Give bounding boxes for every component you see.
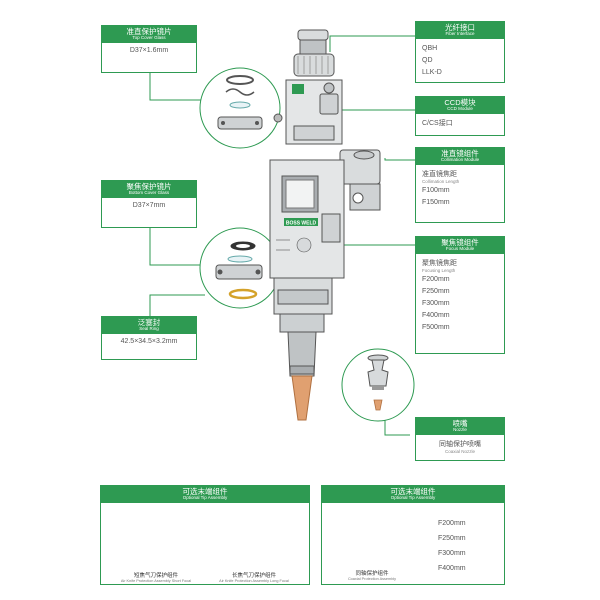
fiber-interface-list: QBH QD LLK-D <box>416 39 504 83</box>
nozzle-title: 喷嘴 <box>452 419 468 428</box>
focus-item: F300mm <box>422 299 450 307</box>
seal-ring-title: 泛塞封 <box>137 318 161 327</box>
seal-ring-spec: 42.5×34.5×3.2mm <box>120 337 178 345</box>
optional-tip-title-1: 可选末端组件 <box>182 487 228 496</box>
collimation-box: 准直镜组件 Collimation Module 准直镜焦距 Collimati… <box>415 147 505 223</box>
laser-head: BOSS WELD <box>269 29 381 421</box>
bottom-cover-glass-title: 聚焦保护镜片 <box>126 182 172 191</box>
optional-tip-focal-item: F200mm <box>438 520 466 527</box>
focus-title: 聚焦镜组件 <box>441 238 479 247</box>
collimation-list: 准直镜焦距 Collimation Length F100mm F150mm <box>416 165 504 213</box>
ccd-module-list: C/CS接口 <box>416 114 504 134</box>
optional-tip-box-2: 可选末端组件 Optional Tip Assembly <box>321 485 505 585</box>
ccd-module-box: CCD模块 CCD Module C/CS接口 <box>415 96 505 136</box>
coaxial-nozzle-sublabel: Coaxial Nozzle <box>444 448 475 454</box>
collimation-header: 准直镜组件 Collimation Module <box>416 148 504 165</box>
top-cover-glass-subtitle: Top Cover Glass <box>132 34 166 40</box>
optional-tip-focal-list: F200mm F250mm F300mm F400mm <box>438 516 498 576</box>
nozzle-header: 喷嘴 Nozzle <box>416 418 504 435</box>
coaxial-nozzle-label: 同轴保护喷嘴 <box>439 440 481 448</box>
short-focal-caption: 短焦气刀保护组件 Air Knife Protection Assembly S… <box>110 571 202 583</box>
collimation-item: F150mm <box>422 198 450 206</box>
fiber-interface-item: LLK-D <box>422 68 442 76</box>
top-cover-glass-box: 准直保护镜片 Top Cover Glass D37×1.6mm <box>101 25 197 73</box>
optional-tip-title-2: 可选末端组件 <box>390 487 436 496</box>
seal-ring-subtitle: Seal Ring <box>139 325 159 331</box>
long-focal-subtitle: Air Knife Protection Assembly Long Focal <box>219 579 289 583</box>
focus-list: 聚焦镜焦距 Focusing Length F200mm F250mm F300… <box>416 254 504 338</box>
optional-tip-subtitle-2: Optional Tip Assembly <box>390 494 436 500</box>
ccd-module-item: C/CS接口 <box>422 119 453 127</box>
focus-subtitle: Focus Module <box>445 245 475 251</box>
optional-tip-box-1: 可选末端组件 Optional Tip Assembly <box>100 485 310 585</box>
coaxial-protection-caption: 同轴保护组件 Coaxial Protection Assembly <box>330 569 414 581</box>
seal-ring-header: 泛塞封 Seal Ring <box>102 317 196 334</box>
optional-tip-focal-item: F300mm <box>438 550 466 557</box>
bottom-cover-glass-spec: D37×7mm <box>132 201 166 209</box>
collimation-length-sublabel: Collimation Length <box>422 178 460 184</box>
focus-item: F500mm <box>422 323 450 331</box>
fiber-interface-title: 光纤接口 <box>445 23 475 32</box>
fiber-interface-item: QBH <box>422 44 438 52</box>
fiber-interface-box: 光纤接口 Fiber Interface QBH QD LLK-D <box>415 21 505 83</box>
zoom-circle-top <box>199 67 281 149</box>
focus-header: 聚焦镜组件 Focus Module <box>416 237 504 254</box>
optional-tip-focal-item: F400mm <box>438 565 466 572</box>
bottom-cover-glass-subtitle: Bottom Cover Glass <box>128 189 170 195</box>
coaxial-protection-subtitle: Coaxial Protection Assembly <box>347 577 397 581</box>
short-focal-subtitle: Air Knife Protection Assembly Short Foca… <box>120 579 192 583</box>
focus-item: F250mm <box>422 287 450 295</box>
collimation-subtitle: Collimation Module <box>440 156 480 162</box>
collimation-item: F100mm <box>422 186 450 194</box>
short-focal-title: 短焦气刀保护组件 <box>133 573 178 579</box>
seal-ring-box: 泛塞封 Seal Ring 42.5×34.5×3.2mm <box>101 316 197 360</box>
top-cover-glass-title: 准直保护镜片 <box>126 27 172 36</box>
nozzle-subtitle: Nozzle <box>453 426 467 432</box>
bottom-cover-glass-box: 聚焦保护镜片 Bottom Cover Glass D37×7mm <box>101 180 197 228</box>
long-focal-title: 长焦气刀保护组件 <box>231 573 276 579</box>
fiber-interface-header: 光纤接口 Fiber Interface <box>416 22 504 39</box>
coaxial-protection-title: 同轴保护组件 <box>355 571 389 577</box>
optional-tip-focal-item: F250mm <box>438 535 466 542</box>
collimation-title: 准直镜组件 <box>441 149 479 158</box>
focusing-length-label: 聚焦镜焦距 <box>422 259 457 267</box>
optional-tip-header-2: 可选末端组件 Optional Tip Assembly <box>322 486 504 503</box>
focus-box: 聚焦镜组件 Focus Module 聚焦镜焦距 Focusing Length… <box>415 236 505 354</box>
head-badge: BOSS WELD <box>286 221 317 227</box>
ccd-module-header: CCD模块 CCD Module <box>416 97 504 114</box>
focusing-length-sublabel: Focusing Length <box>422 267 456 273</box>
ccd-module-subtitle: CCD Module <box>447 105 473 111</box>
fiber-interface-subtitle: Fiber Interface <box>445 30 475 36</box>
nozzle-body: 同轴保护喷嘴 Coaxial Nozzle <box>416 435 504 459</box>
zoom-circle-nozzle <box>341 348 415 422</box>
optional-tip-subtitle-1: Optional Tip Assembly <box>182 494 228 500</box>
bottom-cover-glass-header: 聚焦保护镜片 Bottom Cover Glass <box>102 181 196 198</box>
ccd-module-title: CCD模块 <box>444 98 476 107</box>
optional-tip-header-1: 可选末端组件 Optional Tip Assembly <box>101 486 309 503</box>
long-focal-caption: 长焦气刀保护组件 Air Knife Protection Assembly L… <box>208 571 300 583</box>
focus-item: F400mm <box>422 311 450 319</box>
nozzle-box: 喷嘴 Nozzle 同轴保护喷嘴 Coaxial Nozzle <box>415 417 505 461</box>
collimation-length-label: 准直镜焦距 <box>422 170 457 178</box>
focus-item: F200mm <box>422 275 450 283</box>
fiber-interface-item: QD <box>422 56 433 64</box>
top-cover-glass-header: 准直保护镜片 Top Cover Glass <box>102 26 196 43</box>
top-cover-glass-spec: D37×1.6mm <box>129 46 169 54</box>
zoom-circle-bottom <box>199 227 281 309</box>
